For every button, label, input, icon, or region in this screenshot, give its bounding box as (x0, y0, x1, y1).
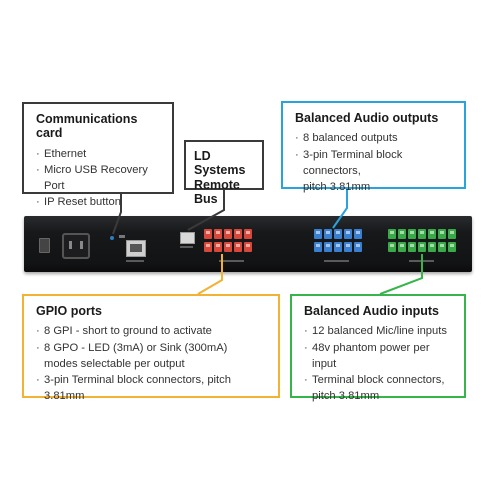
remote-bus-silkscreen (180, 246, 193, 248)
ethernet-silkscreen (126, 260, 144, 262)
inputs-item-text: Terminal block connectors, (312, 374, 445, 387)
outputs-item-text: 3-pin Terminal block connectors, (303, 148, 403, 177)
output-connectors (314, 229, 362, 252)
balanced-outputs-title: Balanced Audio outputs (295, 111, 439, 125)
outputs-item-cont: pitch 3.81mm (303, 181, 371, 194)
comm-item: IP Reset button (36, 194, 162, 210)
balanced-outputs-callout: Balanced Audio outputs 8 balanced output… (281, 101, 466, 193)
communications-card-title: Communications card (36, 112, 138, 141)
balanced-inputs-title: Balanced Audio inputs (304, 304, 439, 318)
gpio-item: 8 GPO - LED (3mA) or Sink (300mA) modes … (36, 340, 268, 372)
outputs-item: 8 balanced outputs (295, 130, 454, 146)
remote-bus-title: LD Systems Remote Bus (194, 149, 254, 207)
ip-reset-button (119, 235, 125, 238)
outputs-silkscreen (324, 260, 349, 262)
remote-bus-title-line2: Remote Bus (194, 177, 240, 207)
balanced-inputs-callout: Balanced Audio inputs 12 balanced Mic/li… (290, 294, 466, 402)
inputs-silkscreen (409, 260, 434, 262)
gpio-callout: GPIO ports 8 GPI - short to ground to ac… (22, 294, 280, 402)
gpio-title: GPIO ports (36, 304, 102, 318)
power-inlet (62, 233, 90, 259)
inputs-item: 48v phantom power per input (304, 340, 454, 372)
inputs-item-cont: pitch 3.81mm (312, 390, 380, 403)
micro-usb-port (110, 236, 114, 240)
device-rear-panel (24, 216, 472, 272)
inputs-item: 12 balanced Mic/line inputs (304, 323, 454, 339)
input-connectors (388, 229, 456, 252)
gpio-item: 3-pin Terminal block connectors, pitch 3… (36, 372, 268, 404)
remote-bus-port (180, 232, 195, 244)
power-switch (39, 238, 50, 253)
gpio-item-cont: modes selectable per output (44, 357, 185, 370)
gpio-item-text: 8 GPO - LED (3mA) or Sink (300mA) (44, 341, 228, 354)
gpio-connectors (204, 229, 252, 252)
communications-card-callout: Communications card Ethernet Micro USB R… (22, 102, 174, 211)
gpio-item: 8 GPI - short to ground to activate (36, 323, 268, 339)
comm-item: Ethernet (36, 146, 162, 162)
inputs-item: Terminal block connectors, pitch 3.81mm (304, 372, 454, 404)
ethernet-port (126, 240, 146, 257)
outputs-item: 3-pin Terminal block connectors, pitch 3… (295, 147, 454, 196)
gpio-silkscreen (219, 260, 244, 262)
remote-bus-title-line1: LD Systems (194, 149, 246, 178)
remote-bus-callout: LD Systems Remote Bus (184, 140, 264, 206)
comm-item: Micro USB Recovery Port (36, 162, 162, 194)
